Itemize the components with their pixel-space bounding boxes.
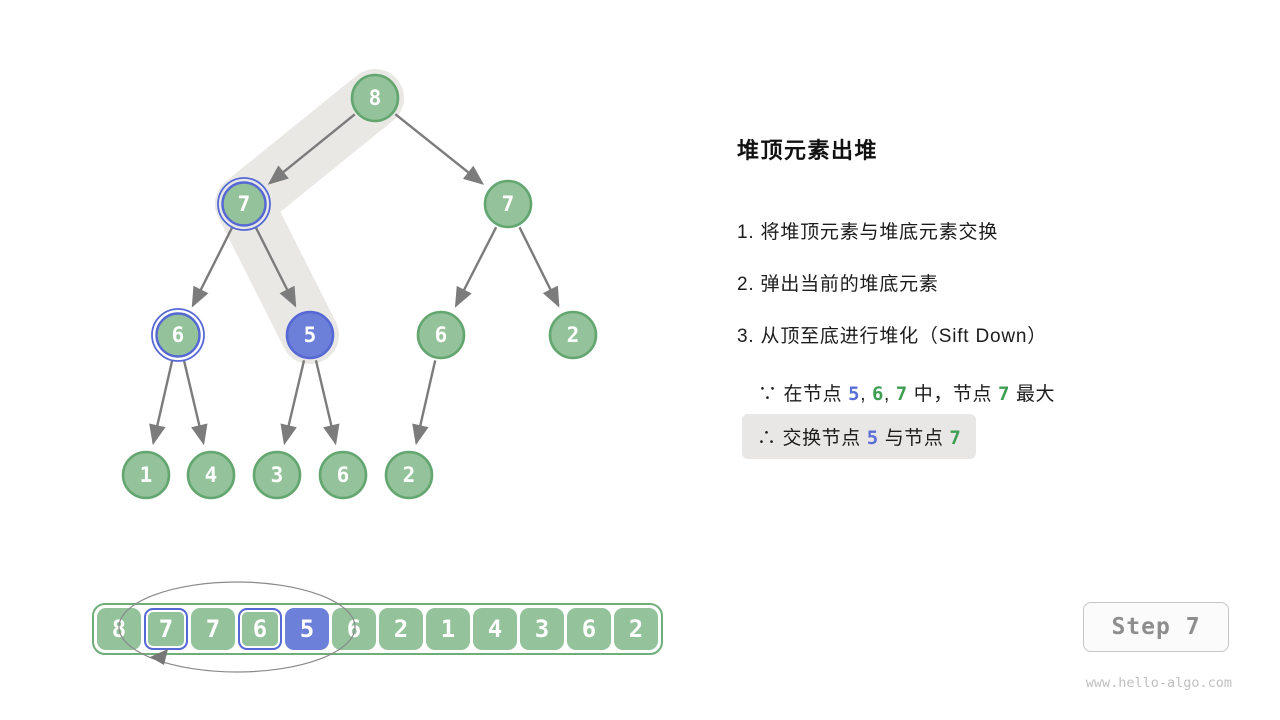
array-cell-9: 3 [520,608,564,650]
step-item-3: 3. 从顶至底进行堆化（Sift Down） [737,326,1048,347]
tree-node-label: 4 [205,463,218,487]
array-cell-1: 7 [144,608,188,650]
tree-node-4: 4 [186,450,236,500]
array-cell-11: 2 [614,608,658,650]
text-segment: 与节点 [878,428,950,449]
tree-node-6: 6 [416,310,466,360]
therefore-highlight-line: ∴ 交换节点 5 与节点 7 [742,414,977,459]
tree-node-2: 2 [548,310,598,360]
tree-node-label: 2 [567,323,580,347]
tree-edge-arrow [149,360,174,446]
array-cell-4: 5 [285,608,329,650]
tree-node-label: 5 [304,323,317,347]
text-segment: 7 [895,383,908,405]
heap-tree-diagram: 8 7 7 6 5 6 2 1 4 3 6 2 [121,69,598,500]
text-segment: ∴ 交换节点 [757,428,867,449]
tree-node-8: 8 [350,73,400,123]
because-line: ∵ 在节点 5, 6, 7 中，节点 7 最大 [758,379,1055,406]
text-segment: 最大 [1010,384,1056,405]
tree-node-label: 3 [271,463,284,487]
step-badge: Step 7 [1083,602,1229,652]
text-segment: 5 [866,427,879,449]
step-item-1: 1. 将堆顶元素与堆底元素交换 [737,222,999,243]
text-segment: 6 [871,383,885,405]
tree-edge-arrow [394,113,485,185]
tree-node-1: 1 [121,450,171,500]
panel-title: 堆顶元素出堆 [737,138,879,163]
text-segment: 7 [949,427,962,449]
array-cell-6: 2 [379,608,423,650]
tree-node-3: 3 [252,450,302,500]
tree-node-label: 7 [238,192,251,216]
tree-node-2: 2 [384,450,434,500]
text-segment: , [884,384,896,405]
step-item-2: 2. 弹出当前的堆底元素 [737,274,939,295]
text-segment: 中，节点 [907,384,999,405]
tree-node-label: 1 [140,463,153,487]
tree-node-7: 7 [483,179,533,229]
array-cell-10: 6 [567,608,611,650]
tree-node-label: 6 [435,323,448,347]
array-cell-2: 7 [191,608,235,650]
tree-node-label: 7 [502,192,515,216]
tree-edge-arrow [518,226,560,308]
tree-edge-arrow [280,360,306,446]
text-segment: , [860,384,872,405]
tree-node-6: 6 [151,308,205,362]
tree-edge-arrow [412,360,437,446]
array-cell-5: 6 [332,608,376,650]
tree-node-label: 2 [403,463,416,487]
text-segment: ∵ 在节点 [758,384,849,405]
tree-edge-arrow [191,226,234,308]
array-cell-7: 1 [426,608,470,650]
text-segment: 7 [998,383,1011,405]
tree-edge-arrow [314,360,340,446]
tree-node-5: 5 [285,310,335,360]
tree-edge-arrow [254,226,297,308]
tree-node-7: 7 [217,177,271,231]
tree-edge-arrow [267,113,356,185]
tree-edge-arrow [182,360,208,446]
tree-node-label: 6 [337,463,350,487]
tree-node-6: 6 [318,450,368,500]
tree-node-label: 8 [369,86,382,110]
array-cell-0: 8 [97,608,141,650]
tree-node-label: 6 [172,323,185,347]
watermark: www.hello-algo.com [1085,675,1232,691]
array-cell-3: 6 [238,608,282,650]
text-segment: 5 [848,383,861,405]
array-cell-8: 4 [473,608,517,650]
tree-edge-arrow [454,226,498,308]
